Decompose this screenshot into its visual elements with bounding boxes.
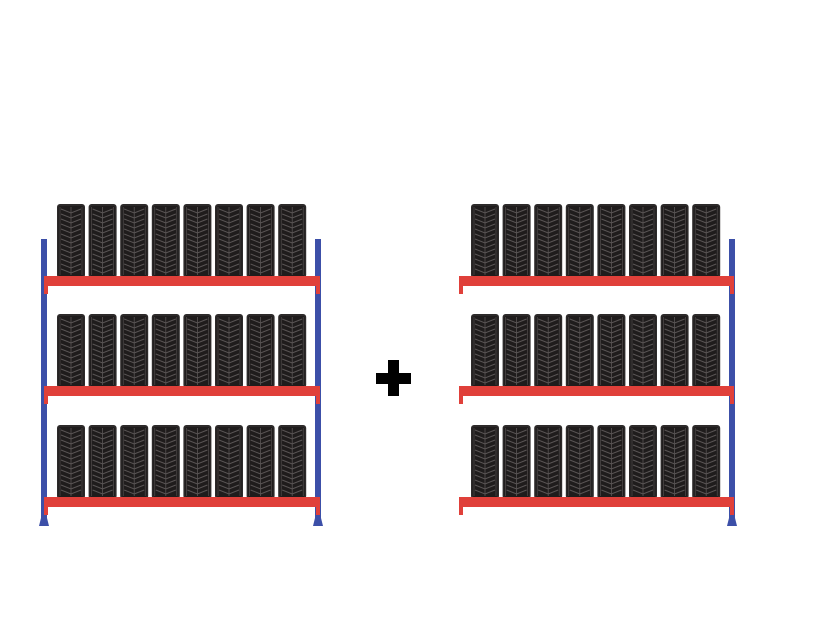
tire-icon: [88, 425, 117, 499]
tire-icon: [215, 314, 243, 388]
tire-icon: [57, 314, 85, 388]
tire-icon: [660, 314, 689, 388]
tire-icon: [692, 425, 721, 499]
tire-icon: [278, 425, 307, 499]
shelf-beam: [459, 386, 734, 404]
tire-icon: [471, 425, 499, 499]
tire-icon: [57, 425, 85, 499]
plus-icon: [376, 360, 411, 396]
tire-icon: [534, 425, 563, 499]
shelf-beam: [44, 276, 320, 294]
tire-icon: [246, 314, 275, 388]
tire-icon: [660, 425, 689, 499]
tire-icon: [692, 204, 721, 278]
tire-icon: [183, 425, 212, 499]
tire-icon: [597, 204, 626, 278]
tire-icon: [534, 204, 563, 278]
tire-icon: [151, 204, 180, 278]
tire-icon: [597, 425, 626, 499]
upright-post: [39, 239, 49, 526]
tire-icon: [502, 425, 531, 499]
tire-icon: [565, 204, 594, 278]
shelf-beam: [44, 497, 320, 515]
tire-icon: [246, 204, 275, 278]
tire-icon: [471, 314, 499, 388]
tire-icon: [120, 425, 149, 499]
shelf-beam: [459, 276, 734, 294]
tire-icon: [629, 314, 657, 388]
shelf-beam: [459, 497, 734, 515]
tire-icon: [215, 204, 243, 278]
upright-post: [727, 239, 737, 526]
tire-icon: [183, 314, 212, 388]
tire-icon: [565, 425, 594, 499]
tire-icon: [597, 314, 626, 388]
tire-icon: [692, 314, 721, 388]
tire-icon: [278, 314, 307, 388]
tire-icon: [57, 204, 85, 278]
tire-icon: [88, 314, 117, 388]
tire-icon: [278, 204, 307, 278]
tire-icon: [246, 425, 275, 499]
tire-icon: [120, 204, 149, 278]
tire-icon: [502, 204, 531, 278]
tire-icon: [502, 314, 531, 388]
tire-icon: [88, 204, 117, 278]
starter-rack: [39, 204, 323, 526]
tire-icon: [183, 204, 212, 278]
add-on-rack: [459, 204, 737, 526]
upright-post: [313, 239, 323, 526]
tire-icon: [151, 425, 180, 499]
tire-icon: [534, 314, 563, 388]
tire-icon: [565, 314, 594, 388]
tire-icon: [471, 204, 499, 278]
tire-icon: [151, 314, 180, 388]
tire-icon: [629, 204, 657, 278]
tire-icon: [660, 204, 689, 278]
tire-icon: [120, 314, 149, 388]
tire-icon: [629, 425, 657, 499]
shelf-beam: [44, 386, 320, 404]
tire-icon: [215, 425, 243, 499]
